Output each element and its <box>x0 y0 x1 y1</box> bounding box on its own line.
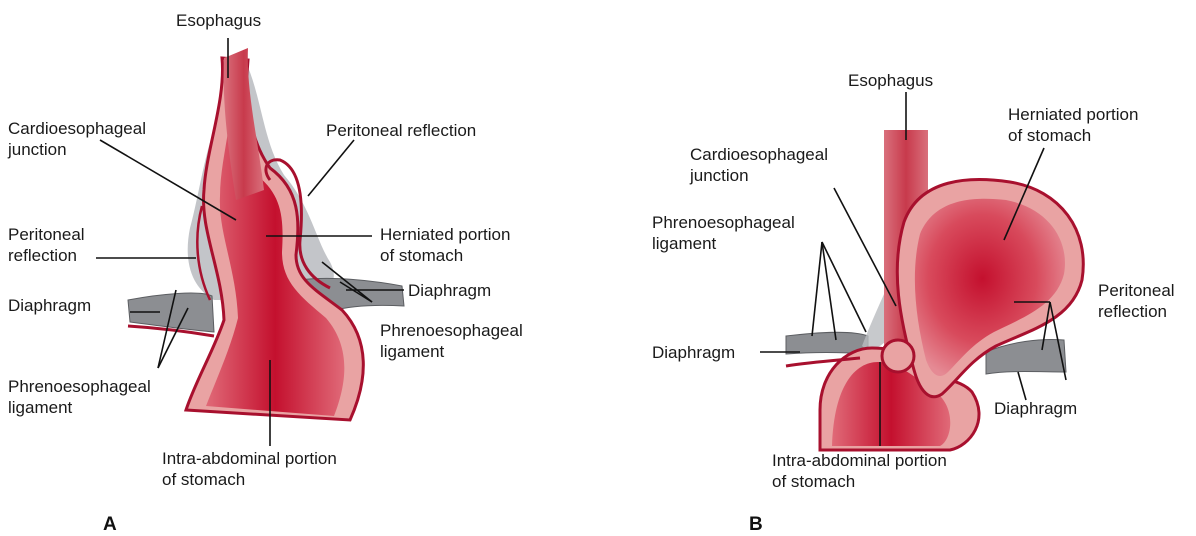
label-herniated-portion-a: Herniated portion of stomach <box>380 224 510 266</box>
panel-letter-a: A <box>103 514 117 536</box>
label-peritoneal-reflection-b: Peritoneal reflection <box>1098 280 1175 322</box>
label-phrenoesophageal-left-a: Phrenoesophageal ligament <box>8 376 151 418</box>
label-phrenoesophageal-right-a: Phrenoesophageal ligament <box>380 320 523 362</box>
label-diaphragm-right-b: Diaphragm <box>994 398 1077 419</box>
panel-letter-b: B <box>749 514 763 536</box>
panel-a-illustration <box>128 48 404 420</box>
label-herniated-portion-b: Herniated portion of stomach <box>1008 104 1138 146</box>
label-peritoneal-reflection-left-a: Peritoneal reflection <box>8 224 85 266</box>
label-intra-abdominal-b: Intra-abdominal portion of stomach <box>772 450 947 492</box>
label-diaphragm-left-a: Diaphragm <box>8 295 91 316</box>
label-intra-abdominal-a: Intra-abdominal portion of stomach <box>162 448 337 490</box>
label-cardioesophageal-junction-b: Cardioesophageal junction <box>690 144 828 186</box>
label-esophagus-a: Esophagus <box>176 10 261 31</box>
label-phrenoesophageal-b: Phrenoesophageal ligament <box>652 212 795 254</box>
label-peritoneal-reflection-top-a: Peritoneal reflection <box>326 120 476 141</box>
label-cardioesophageal-junction-a: Cardioesophageal junction <box>8 118 146 160</box>
label-diaphragm-right-a: Diaphragm <box>408 280 491 301</box>
label-diaphragm-left-b: Diaphragm <box>652 342 735 363</box>
label-esophagus-b: Esophagus <box>848 70 933 91</box>
ce-junction-knob-b <box>882 340 914 372</box>
